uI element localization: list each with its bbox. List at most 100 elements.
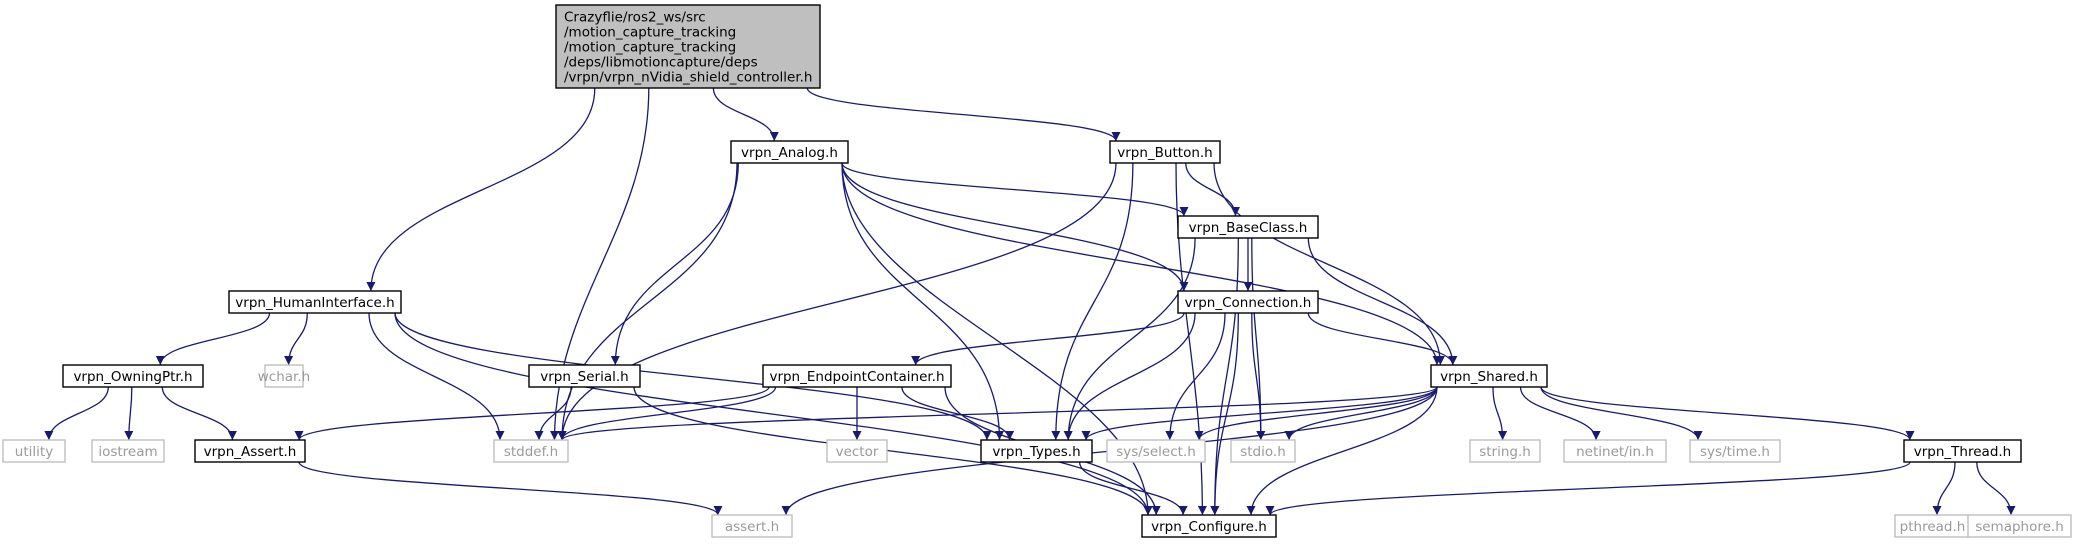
node-label: vrpn_Shared.h: [1440, 369, 1538, 385]
edge-humaninterface-to-configure: [394, 312, 1153, 516]
node-box: [1967, 514, 2072, 538]
edge-humaninterface-to-owningptr: [155, 312, 271, 366]
node-label: /motion_capture_tracking: [564, 40, 736, 56]
node-box: [91, 439, 165, 463]
node-label: vrpn_Connection.h: [1185, 295, 1312, 311]
node-endpoint[interactable]: vrpn_EndpointContainer.h: [762, 364, 952, 388]
edge-root-to-humaninterface: [366, 87, 596, 292]
node-box: [493, 439, 569, 463]
node-label: stddef.h: [504, 444, 558, 460]
node-string: string.h: [1469, 439, 1541, 463]
node-pthread: pthread.h: [1894, 514, 1971, 538]
node-systime: sys/time.h: [1689, 439, 1781, 463]
edge-connection-to-types: [1063, 312, 1196, 441]
node-root[interactable]: Crazyflie/ros2_ws/src/motion_capture_tra…: [555, 4, 821, 89]
edge-baseclass-to-stdio: [1251, 237, 1266, 441]
node-semaphore: semaphore.h: [1967, 514, 2072, 538]
node-label: sys/select.h: [1116, 444, 1196, 460]
edge-baseclass-to-shared: [1307, 237, 1458, 366]
node-box: [730, 140, 849, 164]
node-label: /deps/libmotioncapture/deps: [564, 55, 758, 71]
node-label: /vrpn/vrpn_nVidia_shield_controller.h: [564, 70, 813, 86]
node-label: vrpn_Thread.h: [1914, 444, 2011, 460]
node-thread[interactable]: vrpn_Thread.h: [1903, 439, 2022, 463]
edge-baseclass-to-types: [1063, 237, 1196, 441]
node-box: [264, 364, 304, 388]
node-button[interactable]: vrpn_Button.h: [1109, 140, 1221, 164]
node-box: [711, 514, 793, 538]
edge-button-to-stddef: [557, 162, 1117, 441]
edge-connection-to-endpoint: [911, 312, 1185, 366]
node-label: vrpn_Configure.h: [1151, 519, 1267, 535]
node-owningptr[interactable]: vrpn_OwningPtr.h: [62, 364, 204, 388]
edge-root-to-analog: [712, 87, 779, 142]
node-shared[interactable]: vrpn_Shared.h: [1430, 364, 1548, 388]
edge-shared-to-thread: [1540, 386, 1915, 441]
node-label: vrpn_Analog.h: [741, 145, 838, 161]
edge-shared-to-netinet: [1519, 386, 1601, 441]
node-vector: vector: [826, 439, 888, 463]
edge-owningptr-to-iostream: [124, 386, 134, 441]
node-box: [1903, 439, 2022, 463]
node-box: [762, 364, 952, 388]
edge-humaninterface-to-types: [394, 312, 992, 441]
edge-button-to-baseclass: [1185, 162, 1240, 217]
edge-thread-to-configure: [1265, 461, 1911, 516]
node-baseclass[interactable]: vrpn_BaseClass.h: [1177, 215, 1319, 239]
node-label: string.h: [1479, 444, 1531, 460]
node-connection[interactable]: vrpn_Connection.h: [1177, 290, 1319, 314]
node-label: iostream: [98, 444, 157, 460]
node-humaninterface[interactable]: vrpn_HumanInterface.h: [228, 290, 402, 314]
node-types[interactable]: vrpn_Types.h: [980, 439, 1093, 463]
node-assert_vrpn[interactable]: vrpn_Assert.h: [194, 439, 306, 463]
edge-analog-to-types: [841, 162, 1004, 441]
edge-shared-to-configure: [1246, 386, 1438, 516]
node-label: /motion_capture_tracking: [564, 25, 736, 41]
edge-humaninterface-to-wchar: [284, 312, 308, 366]
edge-owningptr-to-assert_vrpn: [161, 386, 237, 441]
node-label: stdio.h: [1240, 444, 1286, 460]
node-box: [1177, 290, 1319, 314]
node-label: vrpn_Types.h: [992, 444, 1080, 460]
node-stddef: stddef.h: [493, 439, 569, 463]
node-box: [62, 364, 204, 388]
edge-types-to-configure: [1078, 461, 1188, 516]
edge-owningptr-to-utility: [44, 386, 109, 441]
node-label: vrpn_EndpointContainer.h: [769, 369, 944, 385]
node-stdio: stdio.h: [1230, 439, 1296, 463]
edge-serial-to-configure: [633, 386, 1153, 516]
node-box: [194, 439, 306, 463]
node-box: [1430, 364, 1548, 388]
node-label: vrpn_HumanInterface.h: [235, 295, 394, 311]
edge-shared-to-sysselect: [1194, 386, 1438, 441]
edge-connection-to-stdio: [1251, 312, 1266, 441]
edge-serial-to-stddef: [534, 386, 572, 441]
node-label: wchar.h: [258, 369, 310, 385]
edge-connection-to-sysselect: [1165, 312, 1226, 441]
node-analog[interactable]: vrpn_Analog.h: [730, 140, 849, 164]
node-box: [555, 4, 821, 89]
edge-button-to-configure: [1175, 162, 1207, 516]
edge-shared-to-types: [1081, 386, 1438, 441]
node-label: semaphore.h: [1975, 519, 2064, 535]
node-configure[interactable]: vrpn_Configure.h: [1141, 514, 1277, 538]
edge-baseclass-to-configure: [1210, 237, 1239, 516]
node-netinet: netinet/in.h: [1563, 439, 1667, 463]
edge-button-to-types: [1051, 162, 1134, 441]
node-serial[interactable]: vrpn_Serial.h: [528, 364, 641, 388]
node-box: [1106, 439, 1206, 463]
edge-analog-to-serial: [610, 162, 739, 366]
node-box: [1177, 215, 1319, 239]
node-label: assert.h: [725, 519, 779, 535]
edge-shared-to-stdio: [1284, 386, 1438, 441]
node-box: [826, 439, 888, 463]
node-sysselect: sys/select.h: [1106, 439, 1206, 463]
edge-assert_vrpn-to-assert_h: [298, 461, 723, 516]
edge-analog-to-stddef: [557, 162, 738, 441]
node-label: vrpn_Assert.h: [204, 444, 297, 460]
edge-connection-to-configure: [1210, 312, 1239, 516]
edge-shared-to-systime: [1540, 386, 1703, 441]
node-box: [980, 439, 1093, 463]
node-label: sys/time.h: [1700, 444, 1770, 460]
edge-endpoint-to-assert_vrpn: [294, 386, 770, 441]
